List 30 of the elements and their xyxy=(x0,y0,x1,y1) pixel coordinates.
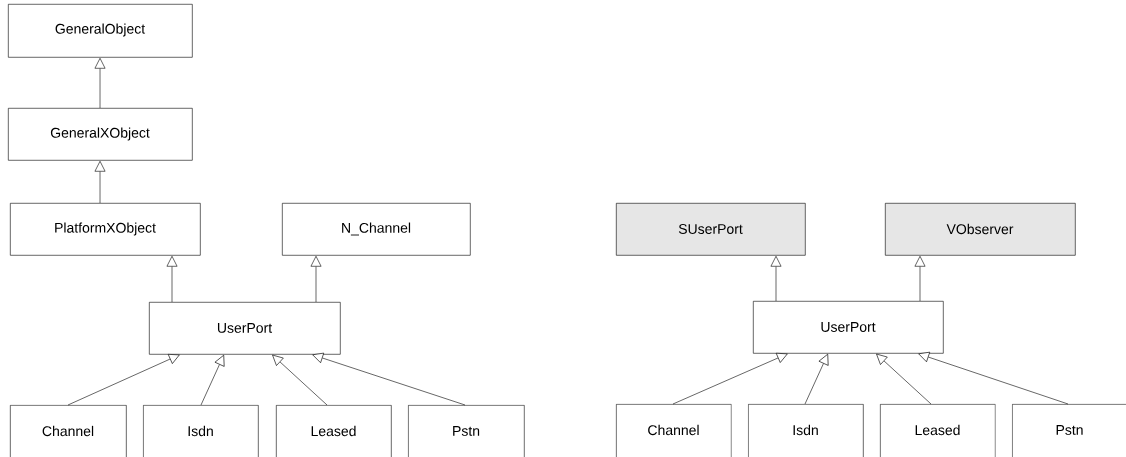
inheritance-arrow xyxy=(94,57,106,109)
inheritance-arrow xyxy=(672,352,788,405)
inheritance-arrow xyxy=(272,354,328,406)
inheritance-arrow xyxy=(94,160,106,204)
class-box: VObserver xyxy=(885,203,1076,256)
class-box: Leased xyxy=(880,403,996,457)
class-box: UserPort xyxy=(753,301,944,354)
inheritance-arrow xyxy=(67,354,180,406)
class-box: Channel xyxy=(616,403,732,457)
class-box: Leased xyxy=(276,404,392,457)
inheritance-arrow xyxy=(918,351,1069,405)
inheritance-arrow xyxy=(914,255,926,302)
class-box: GeneralXObject xyxy=(8,108,193,161)
inheritance-arrow xyxy=(804,353,829,405)
class-box: Pstn xyxy=(408,404,525,457)
inheritance-arrow xyxy=(312,352,466,406)
inheritance-arrow xyxy=(166,255,178,303)
class-box: Pstn xyxy=(1012,403,1126,457)
inheritance-arrow xyxy=(770,255,782,302)
inheritance-arrow xyxy=(310,255,322,303)
class-box: N_Channel xyxy=(282,203,471,256)
class-box: GeneralObject xyxy=(8,4,193,58)
inheritance-arrow xyxy=(876,353,932,405)
class-box: Isdn xyxy=(143,404,259,457)
class-box: SUserPort xyxy=(616,203,806,256)
class-box: PlatformXObject xyxy=(10,203,201,256)
class-box: Channel xyxy=(10,404,127,457)
class-box: UserPort xyxy=(149,301,341,355)
inheritance-arrow xyxy=(200,354,225,406)
class-box: Isdn xyxy=(748,403,864,457)
